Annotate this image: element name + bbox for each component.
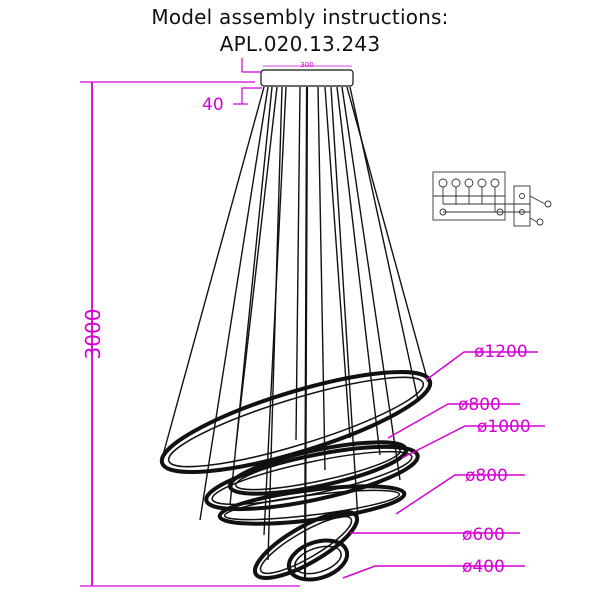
- ring-label-800-lower: ø800: [465, 466, 508, 486]
- ring-800-upper: [227, 440, 409, 496]
- ring-labels: ø1200 ø800 ø1000 ø800 ø600 ø400: [458, 342, 531, 577]
- ring-leaders: [342, 351, 545, 579]
- ring-label-400: ø400: [462, 557, 505, 577]
- ring-1200: [159, 370, 433, 474]
- height-label: 3000: [81, 309, 105, 360]
- canopy-width-label: 300: [300, 61, 313, 69]
- title-line-1: Model assembly instructions:: [151, 5, 449, 29]
- ring-400: [286, 538, 350, 582]
- ring-600: [252, 510, 360, 580]
- canopy: 300: [260, 61, 354, 87]
- wiring-diagram: [432, 171, 552, 227]
- offset-label: 40: [202, 95, 224, 115]
- ring-label-800-upper: ø800: [458, 395, 501, 415]
- ring-label-600: ø600: [462, 525, 505, 545]
- ring-800-lower: [217, 484, 407, 526]
- height-dimension: [80, 81, 300, 587]
- title-line-2: APL.020.13.243: [219, 32, 381, 56]
- rings: [159, 370, 433, 582]
- ring-label-1200: ø1200: [474, 342, 528, 362]
- ring-label-1000: ø1000: [477, 417, 531, 437]
- offset-dimension: [233, 58, 262, 105]
